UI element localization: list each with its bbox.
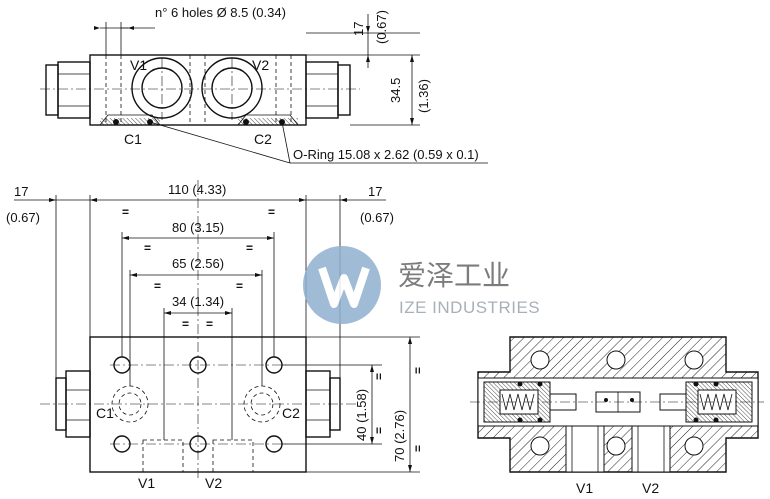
eq-40-bottom: = [372,427,386,434]
front-dim-left-mm: 17 [14,184,28,199]
oring-note: O-Ring 15.08 x 2.62 (0.59 x 0.1) [293,147,479,162]
front-view: 17 (0.67) 110 (4.33) = = 17 (0.67) 80 (3… [6,180,425,491]
eq-110-left: = [122,205,129,219]
top-view: n° 6 holes Ø 8.5 (0.34) [40,5,488,164]
watermark: 爱泽工业 IZE INDUSTRIES [303,246,540,324]
holes-note: n° 6 holes Ø 8.5 (0.34) [155,5,286,20]
front-c2-label: C2 [282,405,300,421]
eq-70-bottom: = [411,445,425,452]
eq-65-right: = [236,279,243,293]
section-view: V1 V2 [470,336,764,496]
section-v1-label: V1 [576,480,593,496]
eq-65-left: = [154,279,161,293]
eq-34-left: = [182,317,189,331]
front-dim-right-in: (0.67) [360,210,394,225]
eq-80-left: = [144,241,151,255]
brand-name-en: IZE INDUSTRIES [399,298,540,317]
section-v2-label: V2 [642,480,659,496]
top-v1-label: V1 [130,57,147,73]
front-dim-right-mm: 17 [368,184,382,199]
top-dim-17-mm: 17 [351,22,366,36]
front-v2-label: V2 [205,475,222,491]
front-dim-110: 110 (4.33) [168,182,226,197]
top-c2-label: C2 [254,131,272,147]
eq-70-top: = [411,367,425,374]
top-dim-17-in: (0.67) [374,10,389,44]
front-dim-34: 34 (1.34) [172,294,224,309]
top-v2-label: V2 [252,57,269,73]
eq-110-right: = [268,205,275,219]
front-dim-65: 65 (2.56) [172,256,224,271]
front-dim-80: 80 (3.15) [172,220,224,235]
brand-name-cn: 爱泽工业 [398,259,510,292]
eq-34-right: = [206,317,213,331]
front-dim-left-in: (0.67) [6,210,40,225]
front-dim-70: 70 (2.76) [392,410,407,462]
front-c1-label: C1 [96,405,114,421]
front-dim-40: 40 (1.58) [354,389,369,441]
top-c1-label: C1 [124,131,142,147]
eq-80-right: = [246,241,253,255]
top-dim-34-5-mm: 34.5 [388,78,403,103]
top-dim-34-5-in: (1.36) [416,79,431,113]
front-v1-label: V1 [138,475,155,491]
eq-40-top: = [372,373,386,380]
